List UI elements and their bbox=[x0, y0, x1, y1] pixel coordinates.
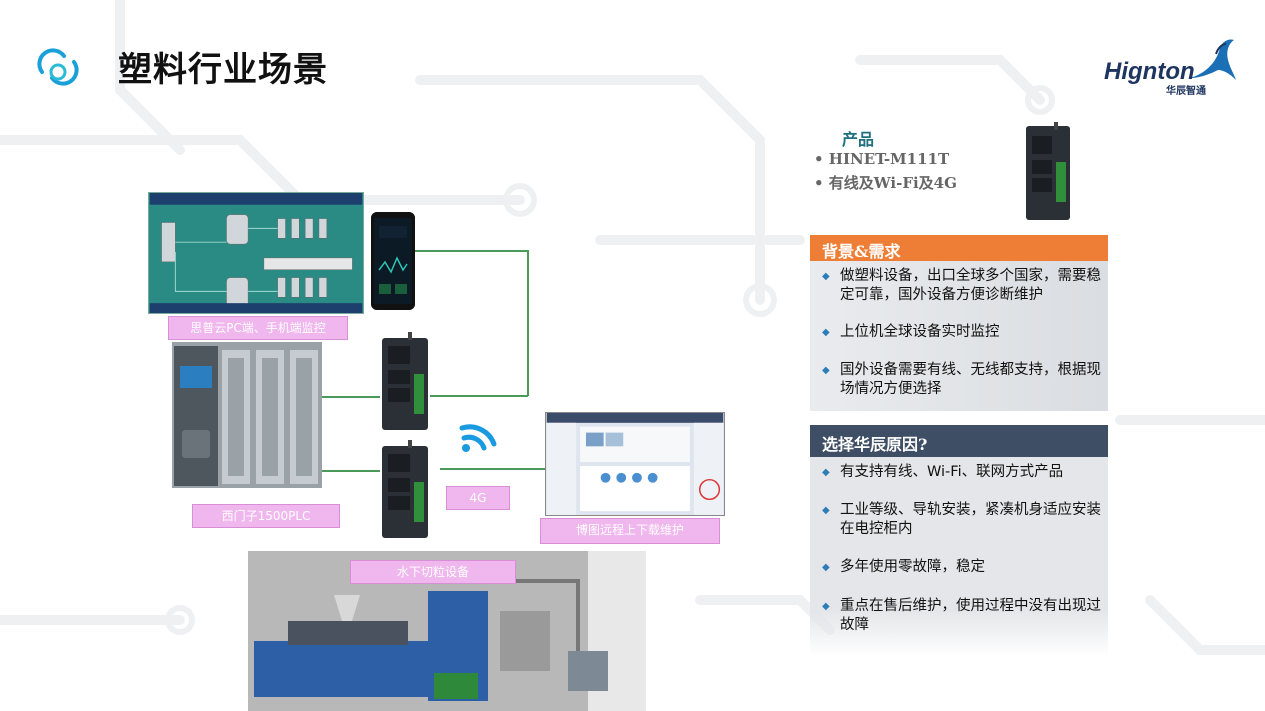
brand-name: Hignton bbox=[1104, 58, 1195, 85]
brand-subtitle: 华辰智通 bbox=[1166, 86, 1206, 97]
company-logo-icon bbox=[37, 48, 79, 86]
tia-portal-screenshot bbox=[545, 412, 725, 516]
tia-remote-label: 博图远程上下载维护 bbox=[540, 518, 720, 544]
list-item: ◆ 多年使用零故障，稳定 bbox=[822, 559, 985, 575]
diamond-bullet-icon: ◆ bbox=[822, 271, 830, 282]
product-heading: 产品 bbox=[842, 130, 875, 149]
list-item: ◆ 重点在售后维护，使用过程中没有出现过故障 bbox=[822, 598, 1101, 633]
list-item: ◆ 上位机全球设备实时监控 bbox=[822, 324, 1000, 340]
connector-line bbox=[527, 250, 529, 396]
gateway-device-image bbox=[1026, 122, 1070, 220]
page-title: 塑料行业场景 bbox=[118, 50, 328, 90]
list-item: ◆ 工业等级、导轨安装，紧凑机身适应安装在电控柜内 bbox=[822, 502, 1101, 537]
diamond-bullet-icon: ◆ bbox=[822, 505, 830, 516]
reasons-panel: 选择华辰原因? ◆ 有支持有线、Wi-Fi、联网方式产品 ◆ 工业等级、导轨安装… bbox=[810, 425, 1108, 657]
cloud-monitoring-label: 思普云PC端、手机端监控 bbox=[168, 316, 348, 340]
diamond-bullet-icon: ◆ bbox=[822, 467, 830, 478]
list-item: ◆ 做塑料设备，出口全球多个国家，需要稳定可靠，国外设备方便诊断维护 bbox=[822, 268, 1101, 303]
diamond-bullet-icon: ◆ bbox=[822, 327, 830, 338]
list-item: ◆ 国外设备需要有线、无线都支持，根据现场情况方便选择 bbox=[822, 362, 1101, 397]
connector-line bbox=[430, 395, 528, 397]
brand-logo: Hignton 华辰智通 bbox=[1100, 34, 1240, 97]
diamond-bullet-icon: ◆ bbox=[822, 365, 830, 376]
scada-monitor-screenshot bbox=[148, 192, 364, 314]
connector-line bbox=[414, 250, 528, 252]
gateway-device-image bbox=[382, 440, 428, 538]
connector-line bbox=[322, 470, 380, 472]
product-model: • HINET-M111T bbox=[814, 150, 950, 168]
wifi-icon bbox=[459, 424, 497, 452]
product-connectivity: • 有线及Wi-Fi及4G bbox=[814, 174, 957, 192]
gateway-device-image bbox=[382, 332, 428, 430]
background-needs-heading: 背景&需求 bbox=[810, 235, 1108, 261]
diamond-bullet-icon: ◆ bbox=[822, 562, 830, 573]
reasons-heading: 选择华辰原因? bbox=[810, 425, 1108, 457]
list-item: ◆ 有支持有线、Wi-Fi、联网方式产品 bbox=[822, 464, 1064, 480]
4g-label: 4G bbox=[446, 486, 510, 510]
plc-label: 西门子1500PLC bbox=[192, 504, 340, 528]
connector-line bbox=[322, 396, 380, 398]
diamond-bullet-icon: ◆ bbox=[822, 601, 830, 612]
bird-icon bbox=[1190, 39, 1236, 80]
siemens-plc-image bbox=[172, 342, 322, 488]
phone-monitor-image bbox=[371, 212, 415, 310]
pelletizer-label: 水下切粒设备 bbox=[350, 560, 516, 584]
background-needs-panel: 背景&需求 ◆ 做塑料设备，出口全球多个国家，需要稳定可靠，国外设备方便诊断维护… bbox=[810, 235, 1108, 411]
connector-line bbox=[440, 468, 545, 470]
